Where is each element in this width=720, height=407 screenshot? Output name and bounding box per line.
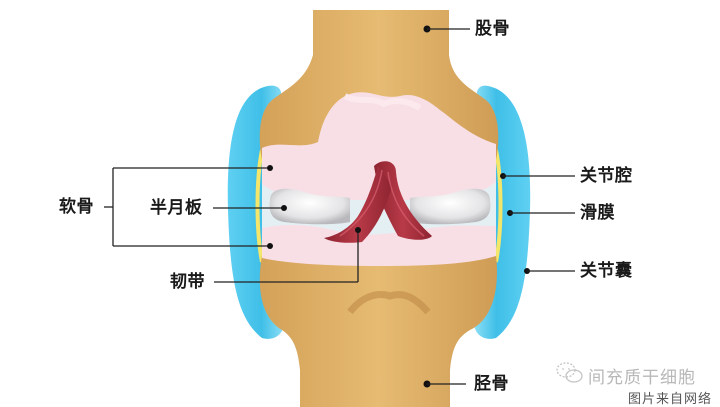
tibia-ridge bbox=[347, 291, 431, 315]
label-joint-capsule: 关节囊 bbox=[580, 261, 633, 281]
label-ligament: 韧带 bbox=[170, 272, 205, 292]
watermark-account-name: 间充质干细胞 bbox=[588, 368, 696, 388]
synovium bbox=[255, 149, 503, 263]
wechat-icon bbox=[556, 362, 583, 383]
label-synovium: 滑膜 bbox=[580, 203, 615, 223]
ligament bbox=[324, 161, 432, 243]
label-cartilage: 软骨 bbox=[59, 197, 94, 217]
label-femur: 股骨 bbox=[475, 19, 510, 39]
cartilage-highlight bbox=[343, 93, 422, 111]
tibia bbox=[259, 255, 497, 407]
watermark-source-note: 图片来自网络 bbox=[628, 392, 713, 407]
upper-cartilage bbox=[262, 92, 496, 200]
label-tibia: 胫骨 bbox=[474, 374, 509, 394]
leader-lines bbox=[104, 25, 575, 388]
meniscus bbox=[269, 188, 491, 225]
label-joint-cavity: 关节腔 bbox=[580, 166, 633, 186]
lower-cartilage bbox=[262, 225, 496, 266]
label-meniscus: 半月板 bbox=[150, 198, 203, 218]
